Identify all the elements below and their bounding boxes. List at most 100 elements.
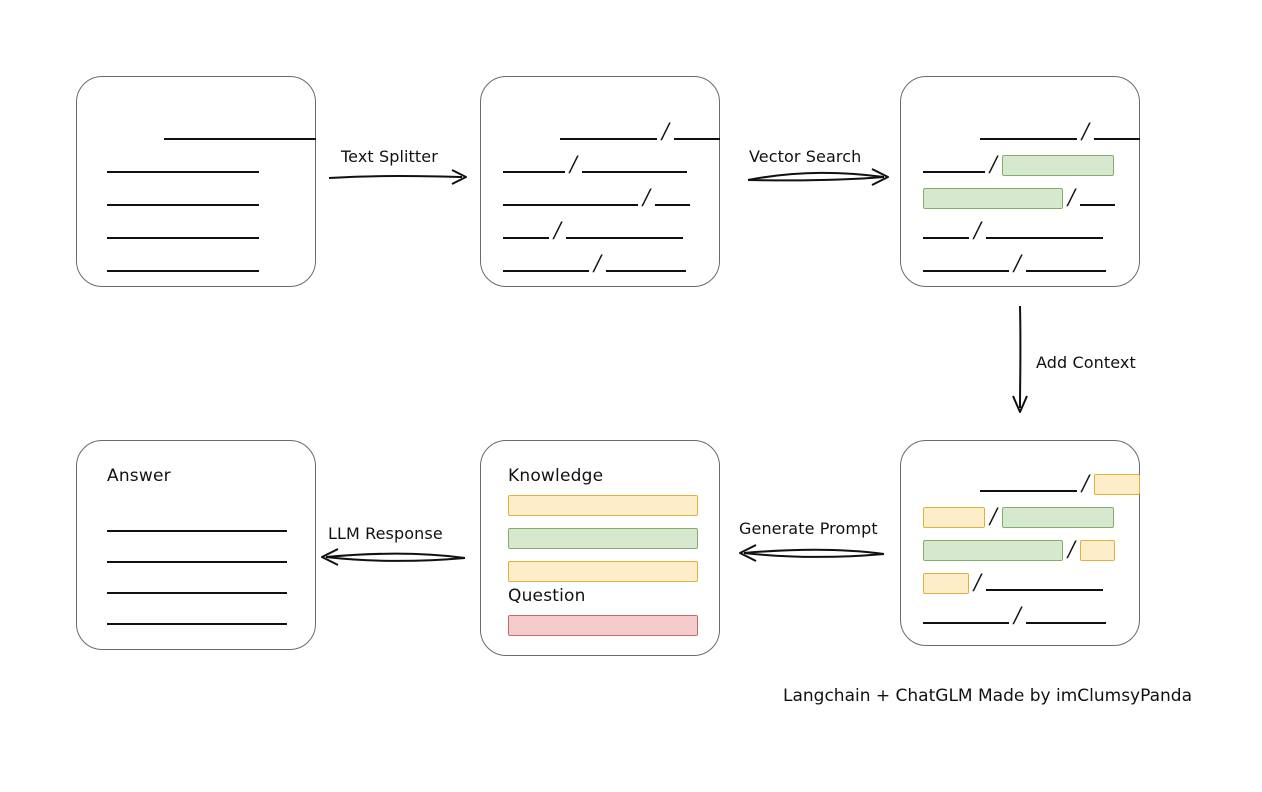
segment-separator: / <box>974 217 982 242</box>
text-rule-segment <box>582 171 688 173</box>
edge-label-vector-search: Vector Search <box>749 147 862 166</box>
segment-separator: / <box>570 151 578 176</box>
segment-separator: / <box>1068 184 1076 209</box>
highlight-yellow-segment <box>1080 539 1116 561</box>
document-line <box>164 121 316 143</box>
segment-separator: / <box>990 151 998 176</box>
highlight-yellow-segment <box>923 506 985 528</box>
document-line <box>107 513 287 535</box>
edge-label-llm-response: LLM Response <box>328 524 443 543</box>
highlight-yellow-segment <box>923 572 969 594</box>
text-rule-segment <box>606 270 687 272</box>
highlight-green-segment <box>1002 506 1115 528</box>
text-rule-segment <box>923 622 1009 624</box>
text-rule-segment <box>503 204 638 206</box>
segment-separator: / <box>1014 250 1022 275</box>
document-line <box>107 575 287 597</box>
node-answer[interactable]: Answer <box>76 440 316 650</box>
node-matched-document[interactable]: / / / / / <box>900 76 1141 287</box>
arrow-add-context <box>1012 305 1028 413</box>
prompt-bar-yellow <box>508 495 698 516</box>
document-line <box>107 544 287 566</box>
text-rule-segment <box>107 204 259 206</box>
document-line <box>107 154 259 176</box>
highlight-yellow-segment <box>1094 473 1141 495</box>
text-rule-segment <box>923 270 1009 272</box>
prompt-bar-yellow <box>508 561 698 582</box>
document-line: / <box>923 250 1107 275</box>
document-line: / <box>980 470 1141 495</box>
text-rule-segment <box>566 237 684 239</box>
arrow-vector-search <box>747 168 889 186</box>
highlight-green-segment <box>923 539 1063 561</box>
text-rule-segment <box>107 623 287 625</box>
text-rule-segment <box>980 138 1077 140</box>
text-rule-segment <box>107 171 259 173</box>
node-source-document[interactable] <box>76 76 316 287</box>
text-rule-segment <box>1026 270 1107 272</box>
document-line: / <box>980 118 1141 143</box>
answer-title: Answer <box>107 466 171 486</box>
document-line: / <box>923 536 1116 561</box>
document-line <box>107 220 259 242</box>
node-split-document[interactable]: / / / / / <box>480 76 721 287</box>
text-rule-segment <box>107 237 259 239</box>
text-rule-segment <box>107 592 287 594</box>
text-rule-segment <box>560 138 657 140</box>
text-rule-segment <box>503 237 549 239</box>
document-line: / <box>503 252 687 275</box>
document-line: / <box>923 569 1104 594</box>
node-prompt[interactable]: Knowledge Question <box>480 440 720 656</box>
arrow-text-splitter <box>328 169 467 185</box>
document-line <box>107 606 287 628</box>
edge-label-text-splitter: Text Splitter <box>341 147 438 166</box>
prompt-bar-green <box>508 528 698 549</box>
prompt-bar-red <box>508 615 698 636</box>
node-context-document[interactable]: / / / / / <box>900 440 1141 646</box>
arrow-llm-response <box>321 548 466 566</box>
segment-separator: / <box>1082 118 1090 143</box>
footer-credit: Langchain + ChatGLM Made by imClumsyPand… <box>783 686 1192 706</box>
highlight-green-segment <box>1002 154 1115 176</box>
segment-separator: / <box>1068 536 1076 561</box>
document-line: / <box>923 151 1115 176</box>
document-line: / <box>560 118 721 143</box>
text-rule-segment <box>503 270 589 272</box>
text-rule-segment <box>674 138 721 140</box>
text-rule-segment <box>107 530 287 532</box>
edge-label-add-context: Add Context <box>1036 353 1136 372</box>
document-line <box>107 187 259 209</box>
text-rule-segment <box>107 561 287 563</box>
question-label: Question <box>508 586 586 606</box>
document-line: / <box>923 503 1115 528</box>
text-rule-segment <box>923 237 969 239</box>
text-rule-segment <box>1094 138 1141 140</box>
segment-separator: / <box>1014 602 1022 627</box>
segment-separator: / <box>554 217 562 242</box>
document-line: / <box>503 217 684 242</box>
text-rule-segment <box>986 237 1104 239</box>
segment-separator: / <box>990 503 998 528</box>
text-rule-segment <box>986 589 1104 591</box>
text-rule-segment <box>107 270 259 272</box>
arrow-generate-prompt <box>739 544 885 562</box>
text-rule-segment <box>1080 204 1116 206</box>
document-line: / <box>923 184 1116 209</box>
segment-separator: / <box>1082 470 1090 495</box>
text-rule-segment <box>164 138 316 140</box>
segment-separator: / <box>662 118 670 143</box>
segment-separator: / <box>974 569 982 594</box>
document-line <box>107 253 259 275</box>
document-line: / <box>923 217 1104 242</box>
text-rule-segment <box>923 171 985 173</box>
edge-label-generate-prompt: Generate Prompt <box>739 519 878 538</box>
document-line: / <box>503 151 688 176</box>
highlight-green-segment <box>923 187 1063 209</box>
segment-separator: / <box>643 184 651 209</box>
document-line: / <box>923 602 1107 627</box>
text-rule-segment <box>1026 622 1107 624</box>
knowledge-label: Knowledge <box>508 466 604 486</box>
text-rule-segment <box>980 490 1077 492</box>
text-rule-segment <box>655 204 691 206</box>
